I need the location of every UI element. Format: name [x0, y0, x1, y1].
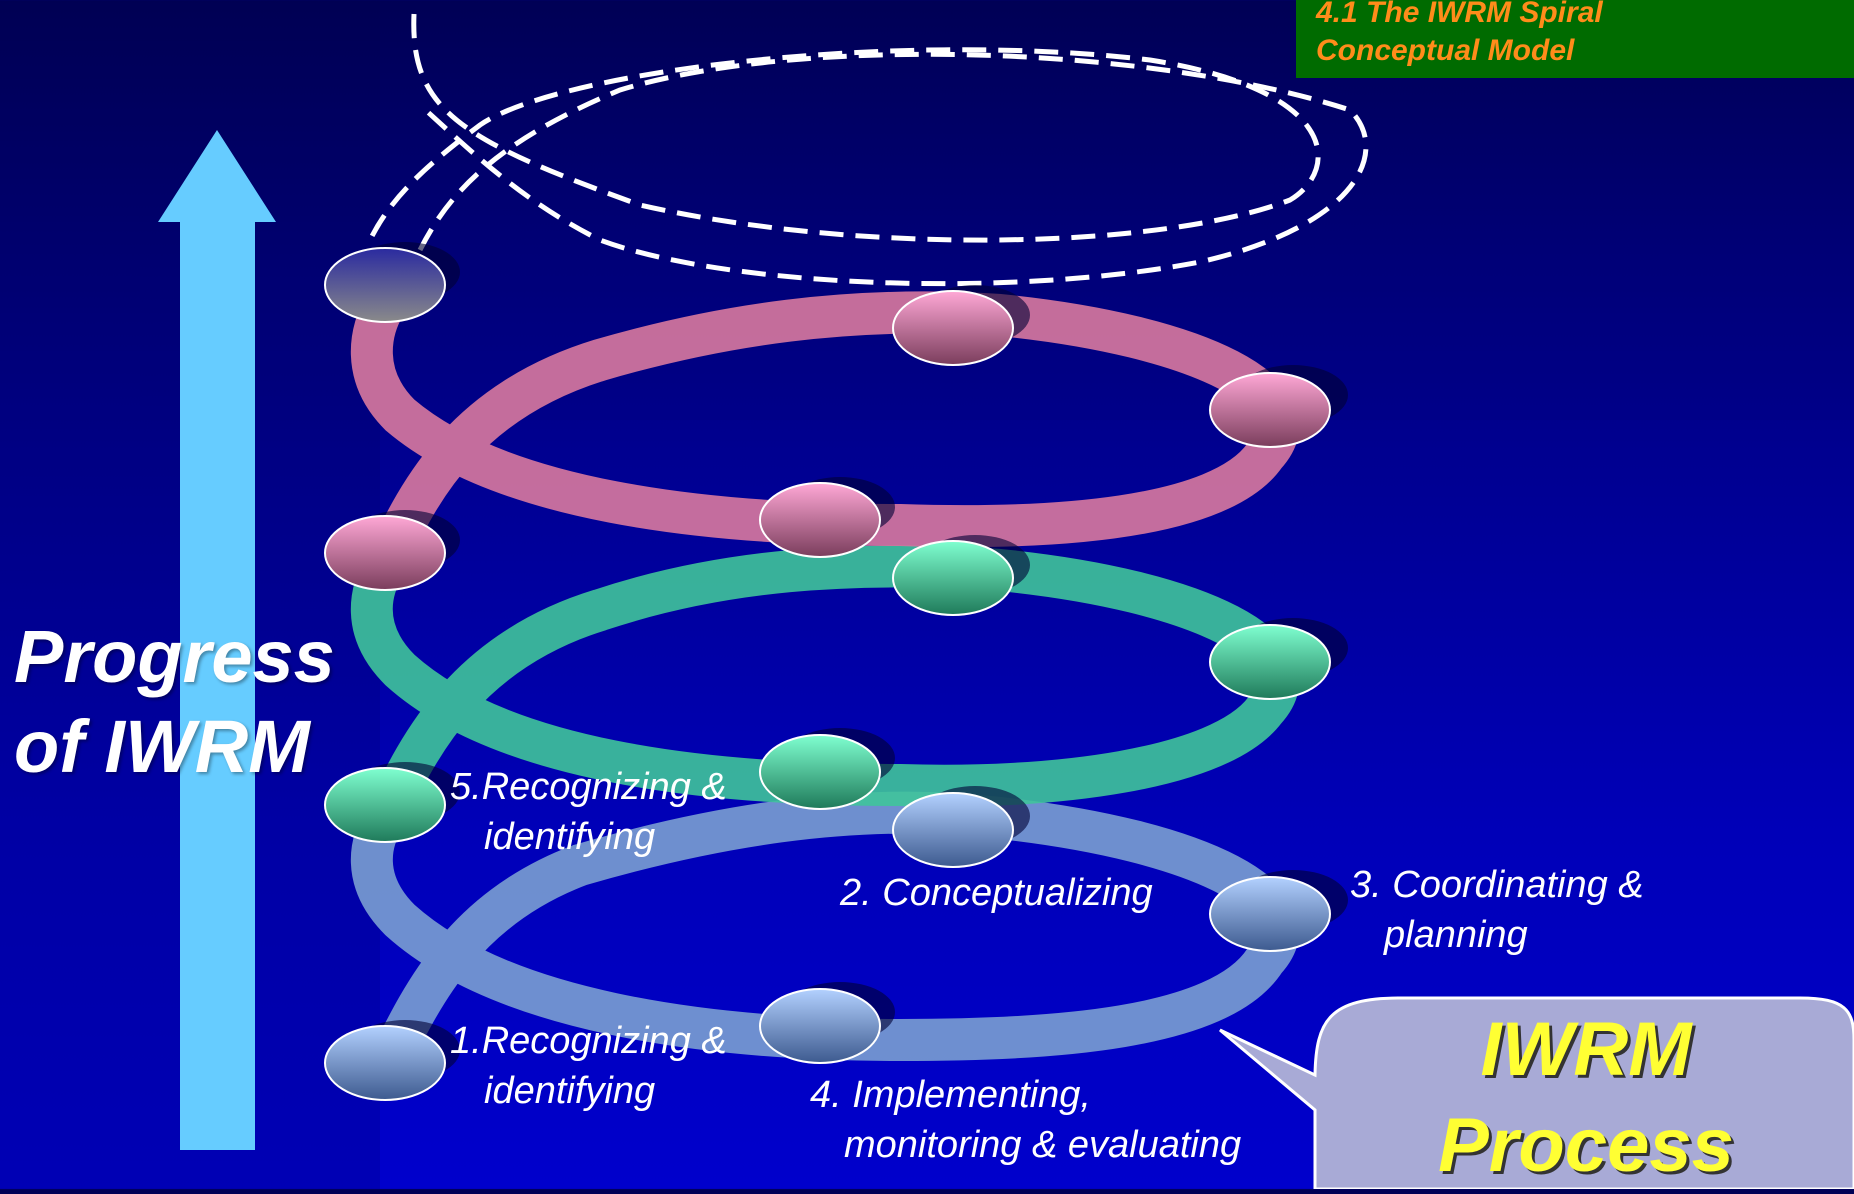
slide-title-line-1: 4.1 The IWRM Spiral	[1316, 0, 1603, 29]
node-green-2	[892, 540, 1014, 616]
node-pink-1	[324, 515, 446, 591]
step-label-5: 5.Recognizing & identifying	[450, 762, 727, 862]
slide-title-line-2: Conceptual Model	[1316, 34, 1575, 67]
node-green-1	[324, 767, 446, 843]
node-pink-3	[1209, 372, 1331, 448]
node-green-4	[759, 734, 881, 810]
node-blue-3	[1209, 876, 1331, 952]
step-label-4: 4. Implementing, monitoring & evaluating	[810, 1070, 1241, 1170]
step-label-4-line-2: monitoring & evaluating	[844, 1124, 1242, 1166]
step-label-5-line-1: 5.Recognizing &	[450, 766, 727, 808]
step-label-2-line-1: 2. Conceptualizing	[840, 872, 1153, 914]
node-green-3	[1209, 624, 1331, 700]
step-label-2: 2. Conceptualizing	[840, 868, 1153, 918]
spiral-band-blue	[350, 791, 1300, 1091]
dashed-continuation-loop	[367, 13, 1369, 287]
node-blue-2	[892, 792, 1014, 868]
step-label-1-line-1: 1.Recognizing &	[450, 1020, 727, 1062]
progress-axis-label-line-1: Progress	[14, 615, 335, 698]
spiral-nodes	[324, 242, 1348, 1101]
slide-title: 4.1 The IWRM Spiral Conceptual Model	[1296, 0, 1854, 78]
step-label-4-line-1: 4. Implementing,	[810, 1074, 1091, 1116]
progress-axis-label: Progress of IWRM	[14, 612, 335, 792]
callout-text-line-2: Process	[1438, 1103, 1734, 1188]
node-pink-4	[759, 482, 881, 558]
progress-axis-label-line-2: of IWRM	[14, 705, 310, 788]
callout-text-line-1: IWRM	[1480, 1007, 1692, 1092]
node-blue-4	[759, 988, 881, 1064]
step-label-3-line-1: 3. Coordinating &	[1350, 864, 1644, 906]
step-label-5-line-2: identifying	[484, 816, 656, 858]
step-label-3: 3. Coordinating & planning	[1350, 860, 1644, 960]
step-label-3-line-2: planning	[1384, 914, 1528, 956]
progress-arrow	[158, 130, 276, 1150]
node-blue-1	[324, 1025, 446, 1101]
step-label-1-line-2: identifying	[484, 1070, 656, 1112]
node-pink-2	[892, 290, 1014, 366]
callout-text: IWRM Process	[1326, 1002, 1846, 1194]
step-label-1: 1.Recognizing & identifying	[450, 1016, 727, 1116]
node-top-start	[324, 247, 446, 323]
